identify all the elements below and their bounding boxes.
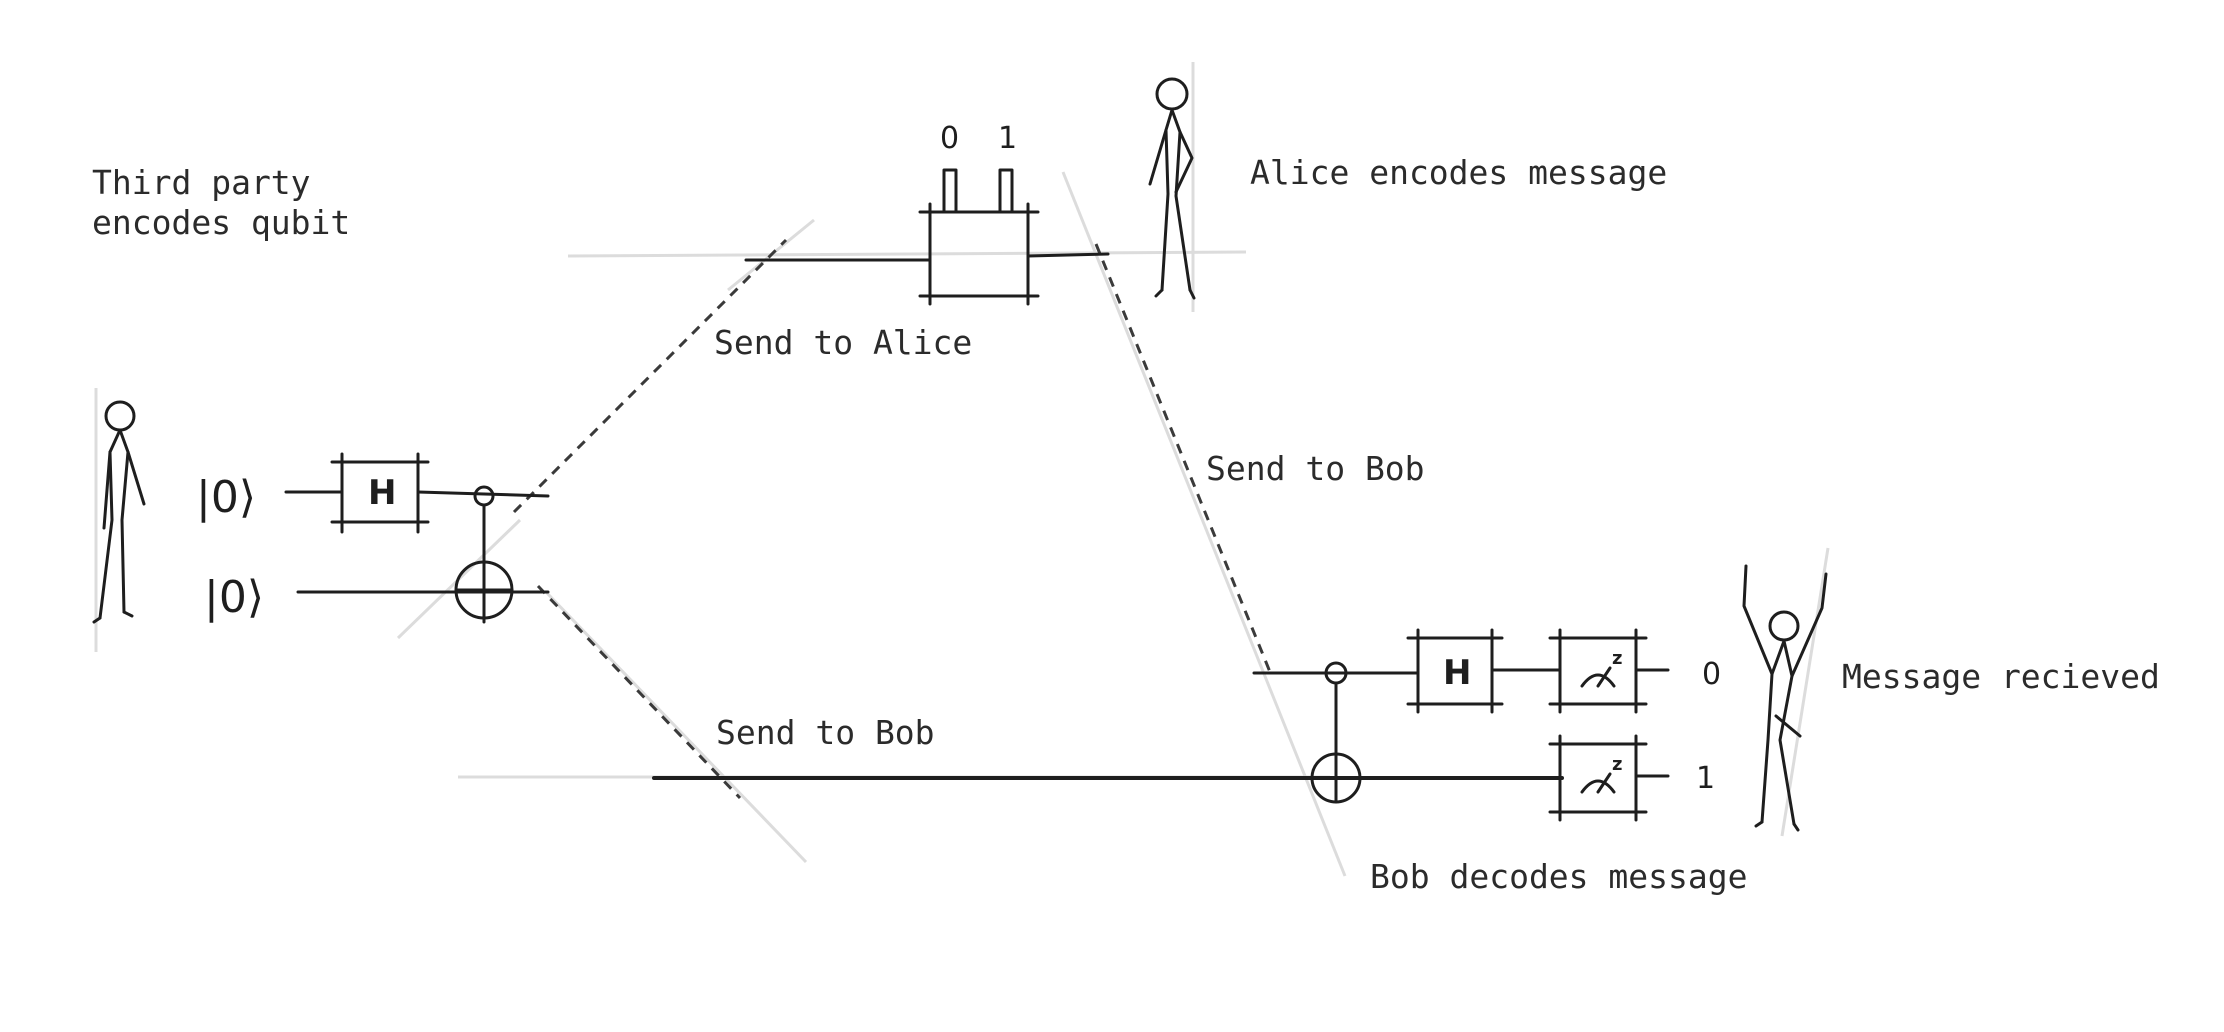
measurement-meter-icon-top: z (1548, 628, 1648, 714)
path-to-alice (512, 238, 788, 514)
hadamard-gate-left: H (330, 452, 430, 534)
ket-top: |0⟩ (196, 472, 256, 523)
measure-basis-top: z (1612, 648, 1622, 669)
stick-figure-alice (1148, 77, 1196, 300)
circuit-wires (284, 252, 1670, 780)
path-third-party-to-bob (536, 584, 742, 800)
measure-basis-bottom: z (1612, 754, 1622, 775)
stick-figure-bob (1742, 564, 1828, 832)
output-bit-top: 0 (1702, 657, 1721, 692)
alice-bit-1-label: 1 (998, 121, 1017, 156)
output-bit-bottom: 1 (1696, 761, 1715, 796)
transmission-paths (512, 238, 1272, 800)
diagram-labels: Third party encodes qubit Alice encodes … (92, 153, 2160, 896)
label-third-party-line2: encodes qubit (92, 203, 350, 242)
label-third-party-line1: Third party (92, 163, 311, 202)
hadamard-gate-bob: H (1406, 628, 1504, 714)
cnot-gate-left (454, 485, 514, 624)
alice-bit-0-label: 0 (940, 121, 959, 156)
alice-encoder-box: 0 1 (918, 121, 1040, 306)
label-bob-decodes: Bob decodes message (1370, 857, 1748, 896)
ket-bottom: |0⟩ (204, 572, 264, 623)
stick-figure-third-party (92, 400, 146, 624)
label-message-received: Message recieved (1842, 657, 2160, 696)
label-alice-encodes: Alice encodes message (1250, 153, 1667, 192)
cnot-gate-bob (1310, 661, 1362, 804)
measurement-meter-icon-bottom: z (1548, 734, 1648, 822)
path-alice-to-bob (1094, 243, 1272, 673)
label-send-to-bob-upper: Send to Bob (1206, 449, 1425, 488)
hadamard-label-bob: H (1443, 653, 1471, 693)
label-send-to-alice: Send to Alice (714, 323, 972, 362)
label-send-to-bob-lower: Send to Bob (716, 713, 935, 752)
hadamard-label-left: H (368, 473, 396, 513)
